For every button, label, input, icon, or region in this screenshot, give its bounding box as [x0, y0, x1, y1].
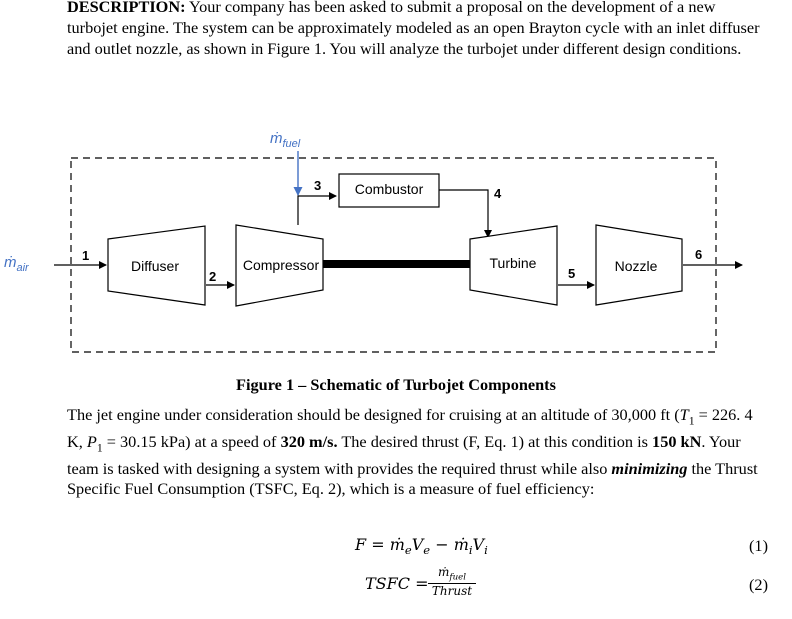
eq1-v-i-sub: i [484, 543, 488, 558]
diffuser-shape [107, 225, 206, 306]
cruise-speed: 320 m/s. [280, 431, 338, 451]
eq2-mdot-sub: fuel [449, 572, 466, 583]
eq1-mdot-e-sub: e [404, 543, 412, 558]
desired-thrust: 150 kN [652, 431, 702, 451]
compressor-shape [235, 224, 324, 307]
nozzle-label: Nozzle [615, 258, 658, 274]
state-1-label: 1 [82, 248, 89, 263]
state-5-label: 5 [568, 266, 575, 281]
eq1-v-e: V [411, 535, 424, 554]
equation-2-number: (2) [749, 575, 768, 594]
description-heading: DESCRIPTION: [67, 0, 186, 16]
state-2-label: 2 [209, 269, 216, 284]
eq2-numerator: ṁfuel [428, 565, 476, 585]
body-text-6: the Thrust Specific Fuel Consumption (TS… [67, 458, 758, 499]
nozzle-shape [595, 224, 683, 306]
body-text-4: The desired thrust (F, Eq. 1) at this co… [337, 431, 653, 451]
eq1-mdot-i-sub: i [468, 543, 473, 558]
eq1-mdot-e: ṁ [389, 535, 405, 554]
turbine-shape [469, 225, 558, 306]
turbine-compressor-shaft [323, 260, 471, 268]
t1-symbol: T [679, 405, 689, 424]
combustor-label: Combustor [355, 181, 424, 197]
figure-caption: Figure 1 – Schematic of Turbojet Compone… [236, 375, 556, 394]
eq1-mdot-i: ṁ [453, 535, 469, 554]
body-text-1: The jet engine under consideration shoul… [67, 405, 680, 424]
state-6-label: 6 [695, 247, 702, 262]
eq2-lhs: TSFC [365, 574, 410, 593]
t1-subscript: 1 [688, 414, 695, 428]
eq1-lhs: F [355, 535, 367, 554]
p1-subscript: 1 [96, 441, 103, 454]
combustor-turbine-arrow [439, 189, 492, 238]
combustor-box [338, 173, 440, 208]
air-flow-label: ṁair [4, 254, 30, 274]
turbojet-schematic: ṁfuel ṁair Diffuser Compressor Combustor… [4, 130, 743, 353]
state-4-label: 4 [494, 186, 502, 201]
equation-1: F = ṁeVe − ṁiVi [355, 535, 488, 558]
compressor-combustor-arrow [297, 192, 337, 225]
fuel-flow-label: ṁfuel [270, 130, 301, 150]
compressor-label: Compressor [243, 257, 320, 273]
description-paragraph: DESCRIPTION: Your company has been asked… [67, 0, 767, 59]
equation-1-number: (1) [749, 536, 768, 555]
equation-2-lhs: TSFC = [365, 574, 429, 593]
minimizing-emphasis: minimizing [611, 458, 688, 478]
eq2-mdot: ṁ [437, 565, 450, 579]
eq1-v-i: V [472, 535, 485, 554]
turbine-label: Turbine [490, 255, 537, 271]
body-text-5: . Your team is tasked with designing a s… [67, 431, 741, 478]
eq2-denominator: Thrust [431, 584, 473, 599]
equation-2-fraction: ṁfuel Thrust [428, 565, 476, 598]
body-text-2: = 226. 4 K, [67, 405, 753, 451]
body-paragraph: The jet engine under consideration shoul… [67, 405, 772, 500]
diffuser-label: Diffuser [131, 258, 179, 274]
p1-symbol: P [86, 431, 97, 451]
state-3-label: 3 [314, 178, 321, 193]
body-text-3: = 30.15 kPa) at a speed of [102, 431, 281, 451]
description-text: Your company has been asked to submit a … [67, 0, 760, 58]
eq1-v-e-sub: e [423, 543, 431, 558]
